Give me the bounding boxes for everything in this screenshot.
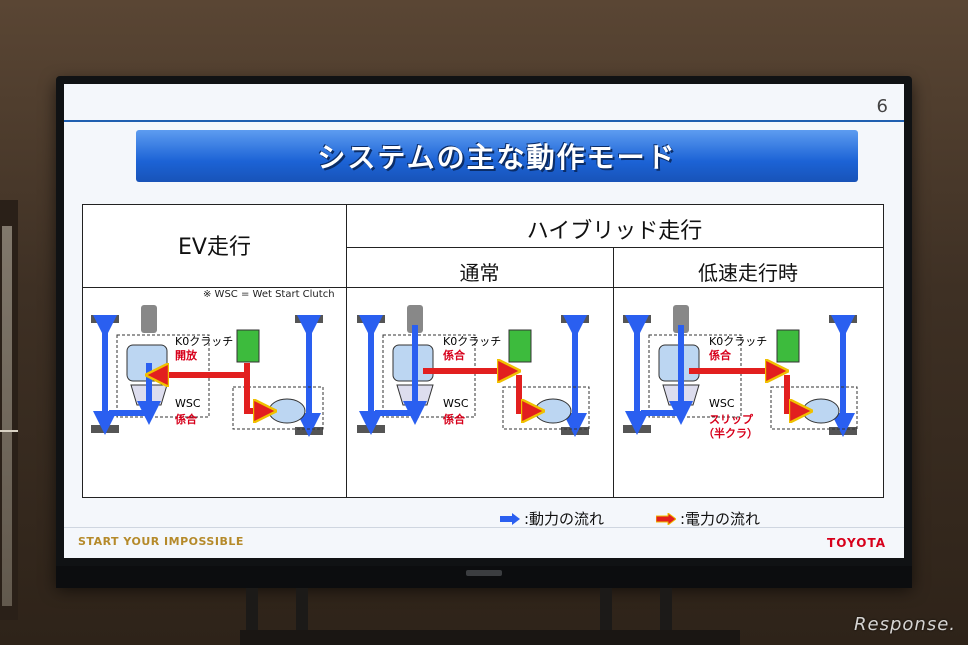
header-normal: 通常 xyxy=(459,261,500,285)
mode-table: EV走行 ハイブリッド走行 通常 低速走行時 ※ WSC = Wet Start… xyxy=(82,204,884,498)
k0-label-normal: K0クラッチ xyxy=(443,335,502,348)
rear-motor xyxy=(268,398,306,424)
slide-screen: 6 システムの主な動作モード EV走行 ハイブリッド走行 通常 低速走行時 ※ … xyxy=(64,84,904,558)
response-watermark: Response. xyxy=(854,614,956,635)
wsc-label-ev: WSC xyxy=(175,397,201,410)
wsc-state-low: スリップ xyxy=(709,413,753,426)
k0-state-low: 係合 xyxy=(709,349,731,362)
wall-line xyxy=(0,430,18,432)
wsc-state-low-2: （半クラ） xyxy=(703,427,758,440)
slide-title: システムの主な動作モード xyxy=(317,141,677,174)
title-banner: システムの主な動作モード xyxy=(136,130,858,182)
toyota-logo: TOYOTA xyxy=(827,536,886,550)
battery-icon xyxy=(236,329,260,363)
header-low-speed: 低速走行時 xyxy=(698,261,798,285)
wheel xyxy=(91,425,119,433)
legend-power-label: :動力の流れ xyxy=(524,510,605,528)
wsc-label-normal: WSC xyxy=(443,397,469,410)
wall-shelf xyxy=(2,226,12,606)
wheel xyxy=(295,315,323,323)
wsc-state-ev: 係合 xyxy=(175,413,197,426)
k0-state-ev: 開放 xyxy=(175,349,197,362)
monitor-bezel xyxy=(56,566,912,588)
header-ev: EV走行 xyxy=(178,235,251,260)
legend-electric-label: :電力の流れ xyxy=(680,510,761,528)
divider xyxy=(346,205,347,497)
blue-arrow-icon xyxy=(500,512,520,525)
red-arrow-icon xyxy=(656,512,676,525)
rear-motor-box xyxy=(232,386,324,430)
wall-left xyxy=(0,200,18,620)
footer-rule xyxy=(64,527,904,528)
header-hybrid: ハイブリッド走行 xyxy=(526,219,703,244)
legend-power: :動力の流れ xyxy=(500,508,604,529)
divider xyxy=(83,287,883,288)
engine-icon xyxy=(141,305,157,333)
header-rule xyxy=(64,120,904,122)
wsc-label-low: WSC xyxy=(709,397,735,410)
k0-label-ev: K0クラッチ xyxy=(175,335,234,348)
legend-electric: :電力の流れ xyxy=(656,508,760,529)
divider xyxy=(346,247,883,248)
k0-label-low: K0クラッチ xyxy=(709,335,768,348)
wheel xyxy=(295,427,323,435)
diagram-normal xyxy=(357,305,590,437)
wheel xyxy=(91,315,119,323)
footer-slogan: START YOUR IMPOSSIBLE xyxy=(78,535,244,548)
monitor-logo xyxy=(466,570,502,576)
diagram-low-speed xyxy=(623,305,858,437)
diagram-ev xyxy=(91,305,324,437)
divider xyxy=(613,247,614,497)
k0-state-normal: 係合 xyxy=(443,349,465,362)
stand-base xyxy=(240,630,740,645)
wsc-state-normal: 係合 xyxy=(443,413,465,426)
wsc-note: ※ WSC = Wet Start Clutch xyxy=(203,289,335,300)
page-number: 6 xyxy=(876,96,888,117)
